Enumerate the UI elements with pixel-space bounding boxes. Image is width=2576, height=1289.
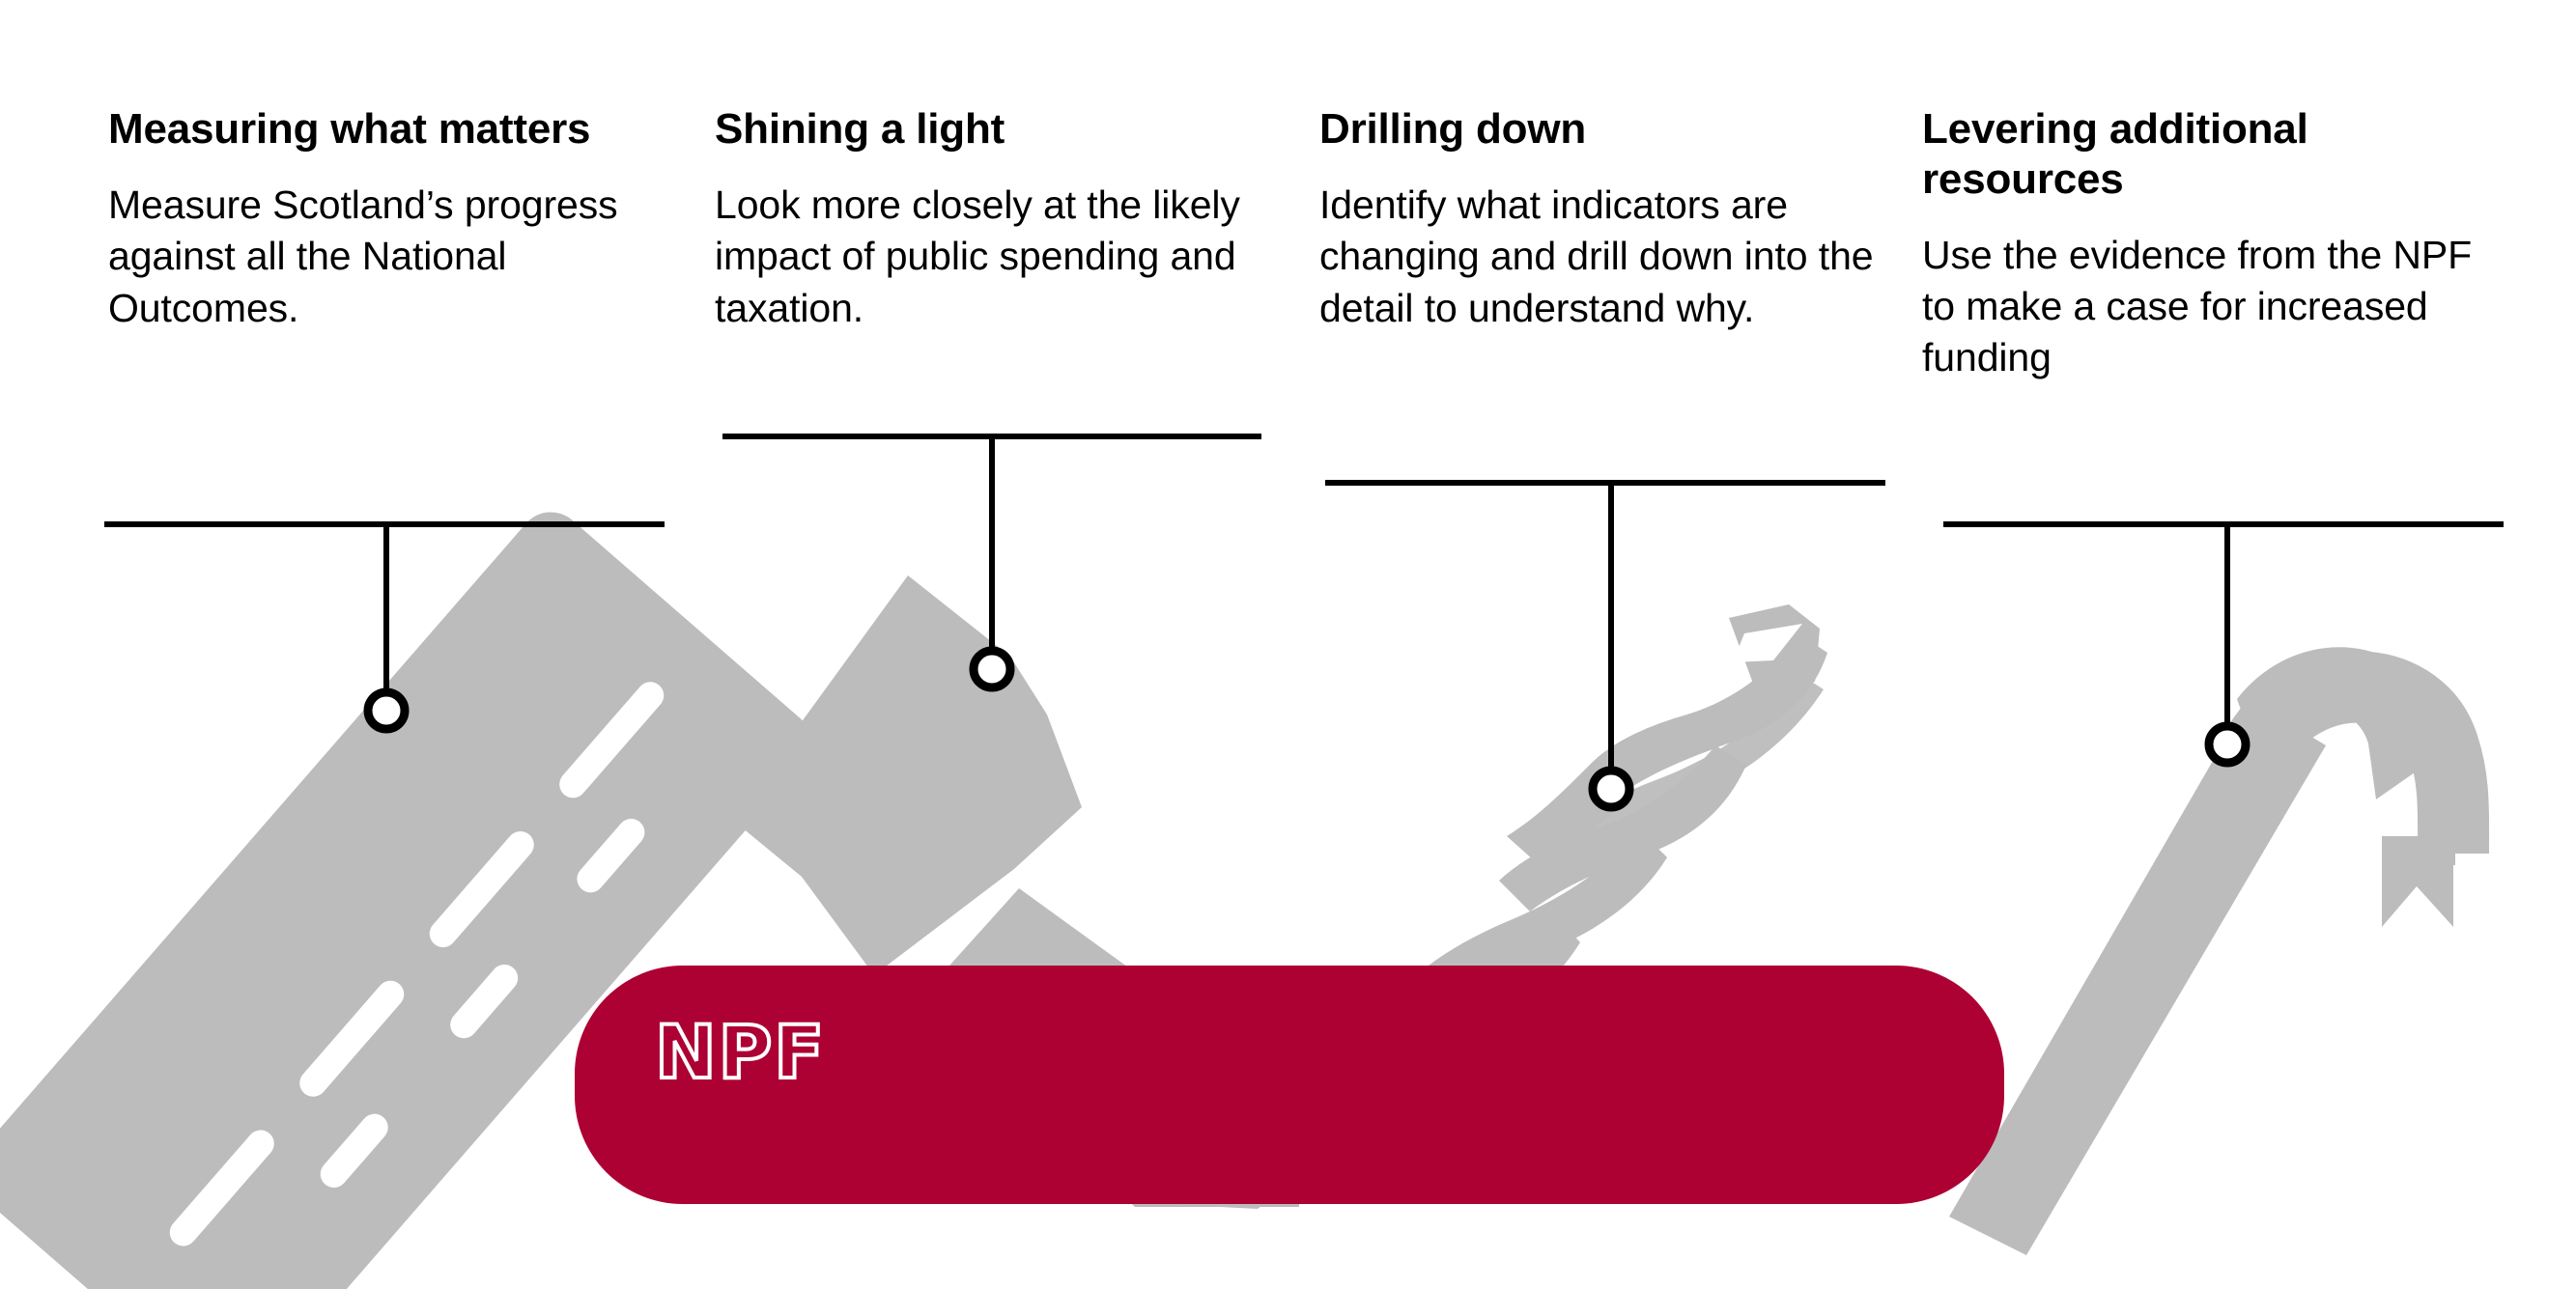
column-body: Look more closely at the likely impact o… bbox=[715, 182, 1240, 330]
column-title: Levering additional resources bbox=[1922, 105, 2308, 203]
callout-dot-3 bbox=[1588, 766, 1634, 812]
callout-leaders bbox=[104, 434, 2504, 769]
npf-wordmark: NPF bbox=[653, 1009, 827, 1095]
callout-column-drilling-down: Drilling down Identify what indicators a… bbox=[1319, 104, 1880, 334]
callout-dot-1 bbox=[363, 687, 410, 734]
column-title: Shining a light bbox=[715, 105, 1005, 153]
callout-column-shining-a-light: Shining a light Look more closely at the… bbox=[715, 104, 1256, 334]
callout-dot-4 bbox=[2204, 721, 2250, 768]
column-title: Measuring what matters bbox=[108, 105, 591, 153]
callout-column-levering-additional-resources: Levering additional resources Use the ev… bbox=[1922, 104, 2482, 384]
column-body: Measure Scotland’s progress against all … bbox=[108, 182, 618, 330]
knife-handle bbox=[575, 966, 2004, 1204]
callout-dot-2 bbox=[969, 646, 1015, 692]
column-body: Identify what indicators are changing an… bbox=[1319, 182, 1874, 330]
column-body: Use the evidence from the NPF to make a … bbox=[1922, 232, 2473, 380]
column-title: Drilling down bbox=[1319, 105, 1587, 153]
crowbar-icon bbox=[1949, 647, 2490, 1255]
ruler-icon bbox=[0, 512, 811, 1289]
callout-dots bbox=[363, 646, 2250, 812]
callout-column-measuring-what-matters: Measuring what matters Measure Scotland’… bbox=[108, 104, 649, 334]
